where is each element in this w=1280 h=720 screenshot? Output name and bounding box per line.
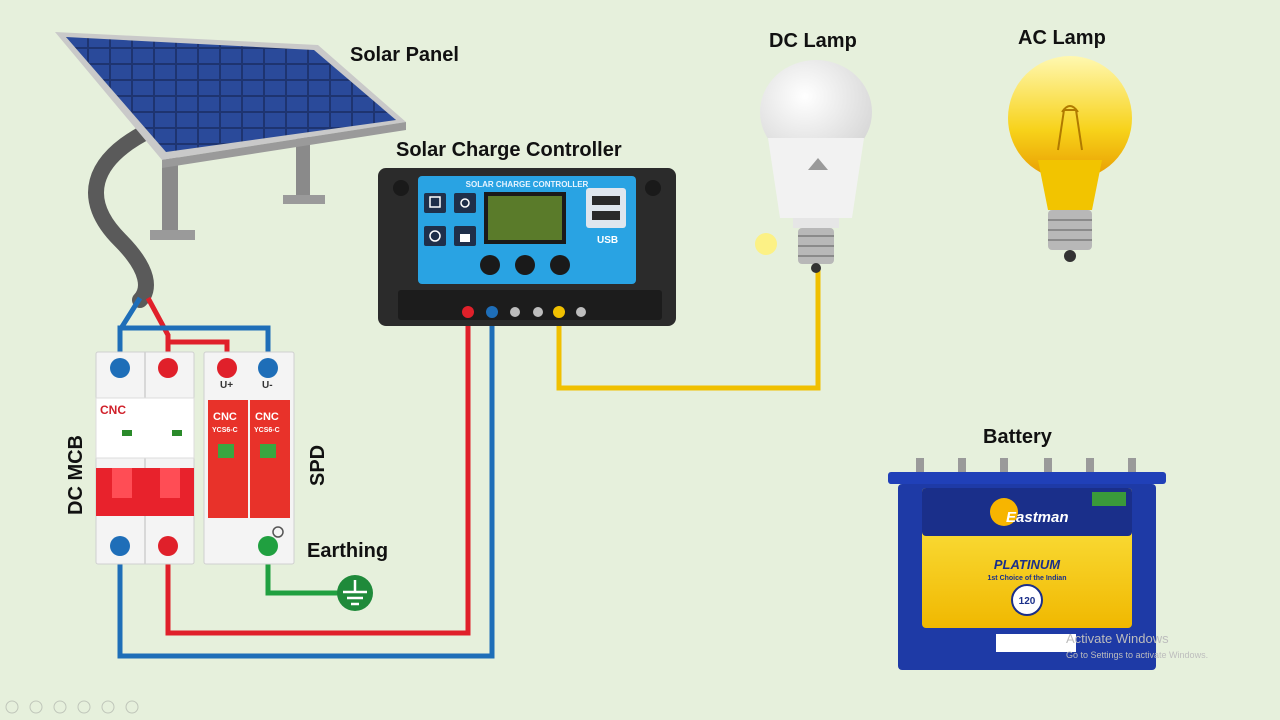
controller-button-2 [515, 255, 535, 275]
solar-panel [55, 32, 406, 240]
spd-model-2: YCS6-C [254, 427, 280, 434]
toolbar-icon-4[interactable] [77, 700, 91, 714]
toolbar-icon-6[interactable] [125, 700, 139, 714]
battery-brand: Eastman [1006, 509, 1069, 526]
usb-ports [586, 188, 626, 228]
charge-controller: SOLAR CHARGE CONTROLLER USB [378, 168, 676, 326]
spd: U+ U- CNC CNC YCS6-C YCS6-C [203, 351, 295, 565]
wire-load-yellow [556, 270, 821, 391]
toolbar-icon-1[interactable] [5, 700, 19, 714]
toolbar-icon-3[interactable] [53, 700, 67, 714]
earthing-label: Earthing [307, 540, 388, 562]
controller-panel-title: SOLAR CHARGE CONTROLLER [466, 180, 589, 189]
gear-icon [454, 193, 476, 213]
cursor-highlight [755, 233, 777, 255]
spd-label: SPD [307, 445, 329, 486]
panel-cable [88, 122, 158, 308]
battery-tagline: 1st Choice of the Indian [988, 575, 1067, 582]
solar-panel-label: Solar Panel [350, 44, 459, 66]
watermark-line-2: Go to Settings to activate Windows. [1066, 650, 1208, 660]
battery: Eastman PLATINUM 1st Choice of the India… [888, 458, 1166, 670]
wire-mcb-spd-blue [117, 325, 271, 368]
usb-label: USB [597, 235, 618, 246]
mode-icon [424, 193, 446, 213]
wire-mcb-controller-blue [117, 314, 495, 659]
dc-mcb-label: DC MCB [65, 435, 87, 515]
wires [88, 122, 821, 659]
mcb-brand: CNC [100, 403, 126, 417]
wire-mcb-controller-red [165, 314, 471, 636]
battery-product: PLATINUM [994, 557, 1061, 572]
spd-terminal-minus: U- [262, 380, 273, 391]
player-toolbar [5, 700, 139, 714]
spd-model-1: YCS6-C [212, 427, 238, 434]
dc-lamp-label: DC Lamp [769, 30, 857, 52]
ac-lamp-label: AC Lamp [1018, 27, 1106, 49]
toolbar-icon-2[interactable] [29, 700, 43, 714]
ac-lamp [1008, 56, 1132, 262]
controller-button-1 [480, 255, 500, 275]
dc-lamp [760, 60, 872, 273]
dc-mcb: CNC [95, 351, 195, 565]
spd-brand-1: CNC [213, 411, 237, 423]
battery-months: 120 [1019, 596, 1036, 607]
charge-controller-label: Solar Charge Controller [396, 139, 622, 161]
earth-symbol [337, 575, 373, 611]
toolbar-icon-5[interactable] [101, 700, 115, 714]
watermark-line-1: Activate Windows [1066, 631, 1169, 646]
controller-button-3 [550, 255, 570, 275]
spd-brand-2: CNC [255, 411, 279, 423]
battery-label: Battery [983, 426, 1053, 448]
spd-terminal-plus: U+ [220, 380, 233, 391]
clock-icon [424, 226, 446, 246]
